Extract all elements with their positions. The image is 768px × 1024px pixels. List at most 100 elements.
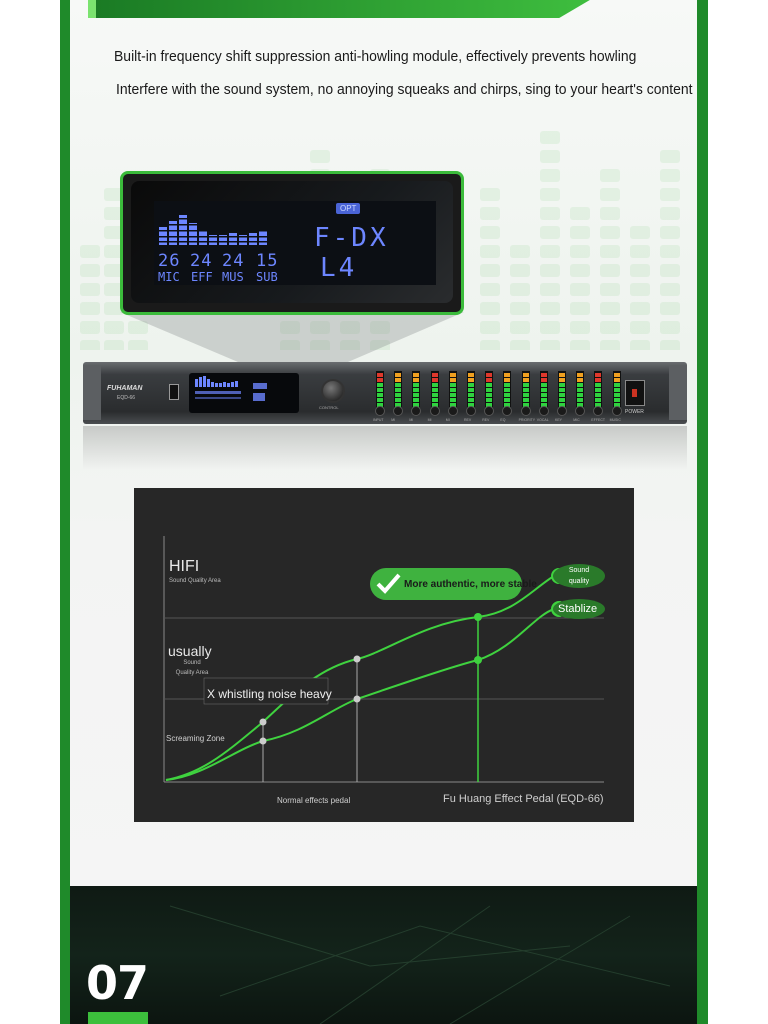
channel-button[interactable] <box>484 406 495 416</box>
level-meter <box>503 371 512 407</box>
check-icon <box>376 573 401 594</box>
channel-button[interactable] <box>520 406 531 416</box>
channel-button[interactable] <box>538 406 549 416</box>
rack-ear-right <box>669 366 687 420</box>
meter-segment <box>413 388 420 392</box>
channel-label: REV <box>464 418 472 422</box>
authentic-badge <box>370 568 522 600</box>
channel-label: MI <box>427 418 432 422</box>
meter-segment <box>395 383 402 387</box>
control-knob-label: CONTROL <box>319 405 339 410</box>
meter-segment <box>395 378 402 382</box>
meter-segment <box>504 403 511 407</box>
lcd-screen: OPT 26 24 24 15 MIC EFF MUS SUB F-DX L4 <box>154 201 436 285</box>
meter-segment <box>595 378 602 382</box>
meter-segment <box>613 373 620 377</box>
meter-segment <box>486 378 493 382</box>
lcd-value-eff: 24 <box>190 251 213 271</box>
level-meter <box>576 371 585 407</box>
meter-segment <box>377 373 383 377</box>
channel-button[interactable] <box>429 406 440 416</box>
channel-label: KEY <box>555 418 563 422</box>
meter-segment <box>413 378 420 382</box>
meter-segment <box>377 403 383 407</box>
authentic-label: More authentic, more stable <box>404 579 537 590</box>
meter-segment <box>449 383 456 387</box>
meter-segment <box>486 398 493 402</box>
section-number: 07 <box>86 956 149 1010</box>
heading-banner <box>90 0 600 18</box>
section-accent-bar <box>88 1012 148 1024</box>
channel-button[interactable] <box>575 406 586 416</box>
meter-segment <box>431 403 438 407</box>
meter-segment <box>577 403 584 407</box>
front-lcd <box>189 373 299 413</box>
channel-button[interactable] <box>375 406 385 416</box>
device-reflection <box>83 426 687 470</box>
meter-segment <box>504 383 511 387</box>
channel-button[interactable] <box>447 406 458 416</box>
channel-button[interactable] <box>593 406 604 416</box>
comparison-chart-svg <box>163 536 605 783</box>
meter-segment <box>413 393 420 397</box>
channel-label: VOCAL <box>536 418 549 422</box>
marker-mid-lower <box>353 695 361 703</box>
level-meter <box>467 371 475 407</box>
channel-button[interactable] <box>611 406 622 416</box>
stablize-badge <box>553 599 605 619</box>
channel-label: EFFECT <box>591 418 606 422</box>
meter-segment <box>486 388 493 392</box>
meter-segment <box>504 378 511 382</box>
channel-button[interactable] <box>557 406 567 416</box>
feature-panel: Built-in frequency shift suppression ant… <box>70 0 697 886</box>
channel-label: MUSIC <box>609 418 621 422</box>
meter-segment <box>377 378 383 382</box>
channel-button[interactable] <box>411 406 422 416</box>
level-meter <box>539 371 548 407</box>
zone-sub-hifi: Sound Quality Area <box>169 578 221 584</box>
sound-quality-label: Sound quality <box>568 567 590 585</box>
meter-segment <box>431 378 438 382</box>
control-knob[interactable] <box>321 379 345 403</box>
meter-segment <box>522 378 529 382</box>
usb-port-icon <box>169 384 179 400</box>
meter-segment <box>613 383 620 387</box>
meter-segment <box>431 388 438 392</box>
meter-segment <box>431 373 438 377</box>
marker-mid-upper <box>353 655 361 663</box>
power-switch[interactable] <box>625 380 645 406</box>
level-meter <box>612 371 621 407</box>
meter-segment <box>522 383 529 387</box>
marker-normal-lower <box>259 737 267 745</box>
meter-segment <box>577 378 584 382</box>
meter-segment <box>395 398 402 402</box>
meter-segment <box>595 373 602 377</box>
meter-segment <box>504 373 511 377</box>
meter-segment <box>449 373 456 377</box>
display-zoom-callout: OPT 26 24 24 15 MIC EFF MUS SUB F-DX L4 <box>120 171 464 315</box>
meter-segment <box>613 378 620 382</box>
meter-segment <box>595 383 602 387</box>
power-label: POWER <box>625 409 644 415</box>
meter-segment <box>449 378 456 382</box>
lcd-value-mus: 24 <box>222 251 245 271</box>
meter-segment <box>522 398 529 402</box>
channel-button[interactable] <box>393 406 404 416</box>
brand-logo: FUHAMAN <box>107 385 143 392</box>
comparison-chart: HIFI Sound Quality Area usually Sound Qu… <box>134 488 634 822</box>
channel-button[interactable] <box>466 406 476 416</box>
zoom-cone <box>120 312 464 362</box>
meter-segment <box>486 383 493 387</box>
meter-segment <box>577 388 584 392</box>
meter-segment <box>522 373 529 377</box>
level-meter <box>412 371 421 407</box>
meter-segment <box>540 378 547 382</box>
opt-badge: OPT <box>336 203 361 214</box>
stablize-label: Stablize <box>558 603 598 615</box>
meter-segment <box>431 393 438 397</box>
lcd-mode-bottom: L4 <box>320 253 358 283</box>
meter-segment <box>377 398 383 402</box>
channel-button[interactable] <box>502 406 513 416</box>
next-section: 07 <box>70 886 697 1024</box>
